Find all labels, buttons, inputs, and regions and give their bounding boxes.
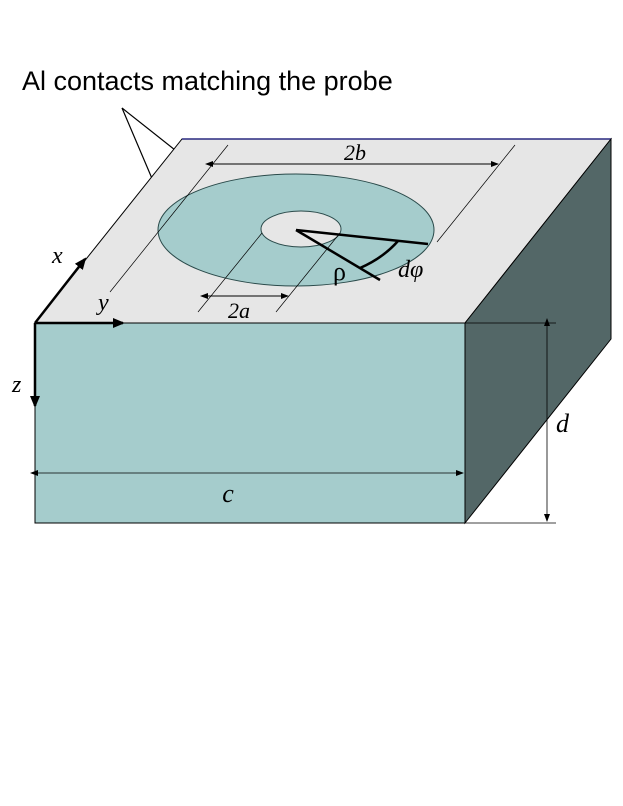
label-2b: 2b (344, 140, 366, 165)
label-c: c (222, 479, 234, 508)
label-axis-z: z (11, 372, 22, 398)
radius-line-1 (295, 228, 429, 246)
label-d: d (556, 409, 570, 438)
angle-arc (359, 240, 399, 270)
block-front-face (34, 322, 466, 524)
extension-2b-right (436, 144, 516, 243)
inner-contact-dot (260, 210, 342, 248)
label-axis-y: y (96, 290, 109, 316)
extension-2b-left (109, 144, 229, 293)
axis-x-arrow (34, 257, 87, 324)
figure-caption: Al contacts matching the probe (22, 66, 393, 96)
radius-line-2 (295, 228, 381, 282)
label-2a: 2a (228, 298, 250, 323)
label-dphi: dφ (398, 257, 423, 283)
label-axis-x: x (51, 243, 63, 269)
label-rho: ρ (333, 257, 346, 286)
